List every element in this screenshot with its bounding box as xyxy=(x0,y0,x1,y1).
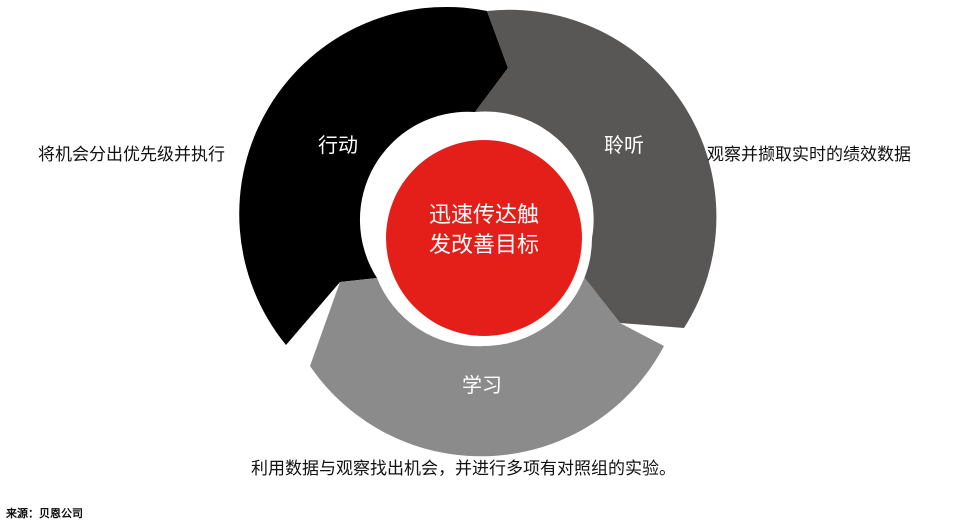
segment-learn xyxy=(310,272,664,457)
segment-action xyxy=(239,6,508,346)
source-note: 来源：贝恩公司 xyxy=(6,507,83,520)
description-left: 将机会分出优先级并执行 xyxy=(38,145,225,165)
segment-listen xyxy=(475,9,717,328)
center-circle xyxy=(386,140,582,336)
segment-label-action: 行动 xyxy=(318,133,358,157)
description-right: 观察并撷取实时的绩效数据 xyxy=(707,145,911,165)
center-text-line2: 发改善目标 xyxy=(429,233,539,258)
description-bottom: 利用数据与观察找出机会，并进行多项有对照组的实验。 xyxy=(251,459,676,479)
segment-label-learn: 学习 xyxy=(462,373,502,397)
center-text-line1: 迅速传达触 xyxy=(429,203,539,228)
segment-label-listen: 聆听 xyxy=(604,133,644,157)
